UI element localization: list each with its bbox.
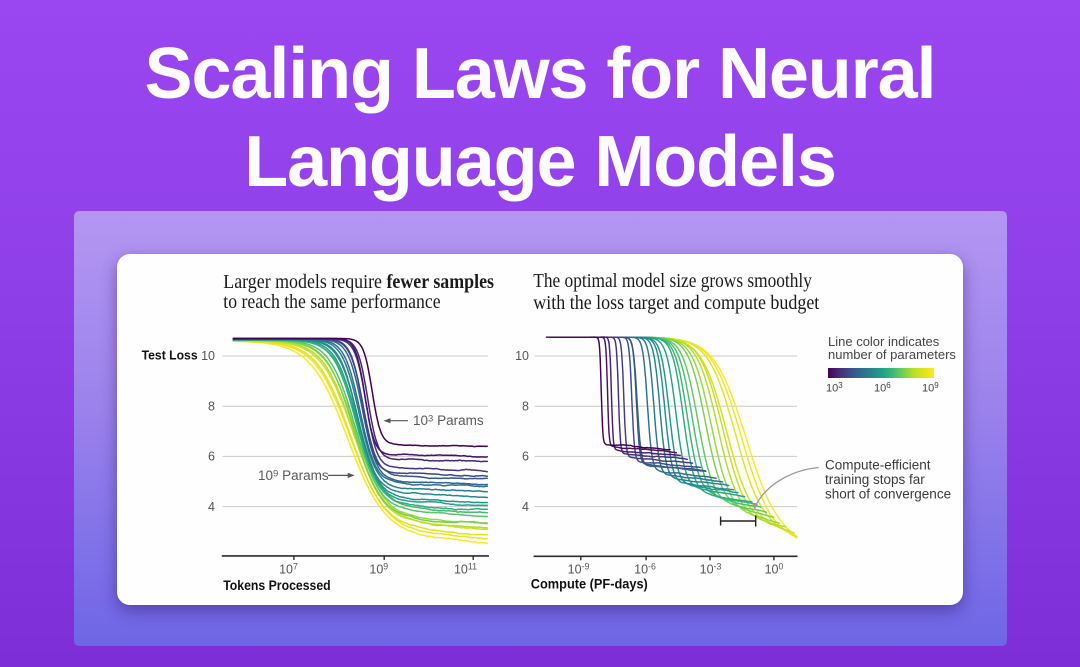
svg-text:109 Params: 109 Params [258, 468, 329, 483]
svg-text:106: 106 [874, 381, 891, 395]
svg-text:number of parameters: number of parameters [828, 347, 956, 362]
svg-text:short of convergence: short of convergence [825, 486, 951, 501]
svg-text:10: 10 [515, 349, 529, 363]
svg-text:8: 8 [208, 399, 215, 413]
svg-text:10-6: 10-6 [634, 562, 656, 577]
svg-text:100: 100 [765, 562, 784, 577]
svg-text:4: 4 [208, 500, 215, 514]
svg-text:The optimal model size grows s: The optimal model size grows smoothly [533, 271, 812, 292]
svg-text:Compute-efficient: Compute-efficient [825, 457, 931, 472]
svg-text:103: 103 [826, 381, 843, 395]
svg-text:8: 8 [522, 399, 529, 413]
svg-text:1011: 1011 [454, 562, 477, 577]
svg-text:109: 109 [369, 562, 388, 577]
svg-text:to reach the same performance: to reach the same performance [223, 292, 440, 313]
svg-text:Tokens Processed: Tokens Processed [223, 578, 331, 593]
svg-text:4: 4 [522, 500, 529, 514]
svg-text:Test Loss: Test Loss [142, 347, 198, 362]
svg-text:103 Params: 103 Params [413, 413, 484, 428]
svg-text:107: 107 [279, 562, 298, 577]
svg-text:with the loss target and compu: with the loss target and compute budget [533, 293, 820, 314]
svg-text:Line color indicates: Line color indicates [828, 334, 940, 349]
svg-text:training stops far: training stops far [825, 472, 925, 487]
svg-text:6: 6 [208, 450, 215, 464]
svg-text:10-3: 10-3 [700, 562, 722, 577]
svg-text:109: 109 [922, 381, 939, 395]
svg-text:10-9: 10-9 [568, 562, 590, 577]
svg-text:Compute (PF-days): Compute (PF-days) [531, 576, 648, 591]
svg-text:10: 10 [201, 349, 215, 363]
svg-text:6: 6 [522, 450, 529, 464]
svg-text:Larger models require fewer sa: Larger models require fewer samples [223, 272, 494, 293]
